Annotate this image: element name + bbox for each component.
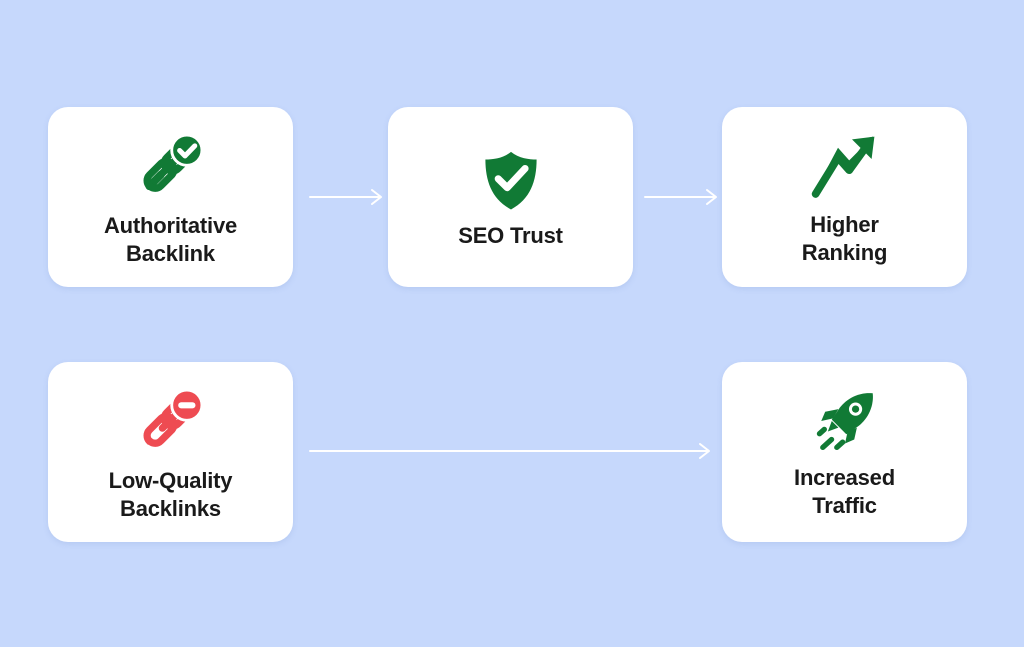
- link-check-icon: [135, 130, 207, 202]
- rocket-icon: [812, 388, 878, 454]
- card-higher-ranking[interactable]: Higher Ranking: [722, 107, 967, 287]
- card-label: Authoritative Backlink: [103, 212, 238, 266]
- card-label: Increased Traffic: [794, 464, 895, 518]
- connector-lowquality-to-traffic: [308, 439, 714, 463]
- card-authoritative-backlink[interactable]: Authoritative Backlink: [48, 107, 293, 287]
- card-increased-traffic[interactable]: Increased Traffic: [722, 362, 967, 542]
- card-seo-trust[interactable]: SEO Trust: [388, 107, 633, 287]
- card-low-quality-backlinks[interactable]: Low-Quality Backlinks: [48, 362, 293, 542]
- card-label: SEO Trust: [458, 222, 563, 248]
- trend-up-arrow-icon: [810, 131, 880, 201]
- card-label: Low-Quality Backlinks: [108, 467, 233, 521]
- link-minus-icon: [135, 385, 207, 457]
- shield-check-icon: [479, 148, 543, 212]
- connector-backlink-to-trust: [308, 185, 386, 209]
- card-label: Higher Ranking: [801, 211, 888, 265]
- connector-trust-to-ranking: [643, 185, 721, 209]
